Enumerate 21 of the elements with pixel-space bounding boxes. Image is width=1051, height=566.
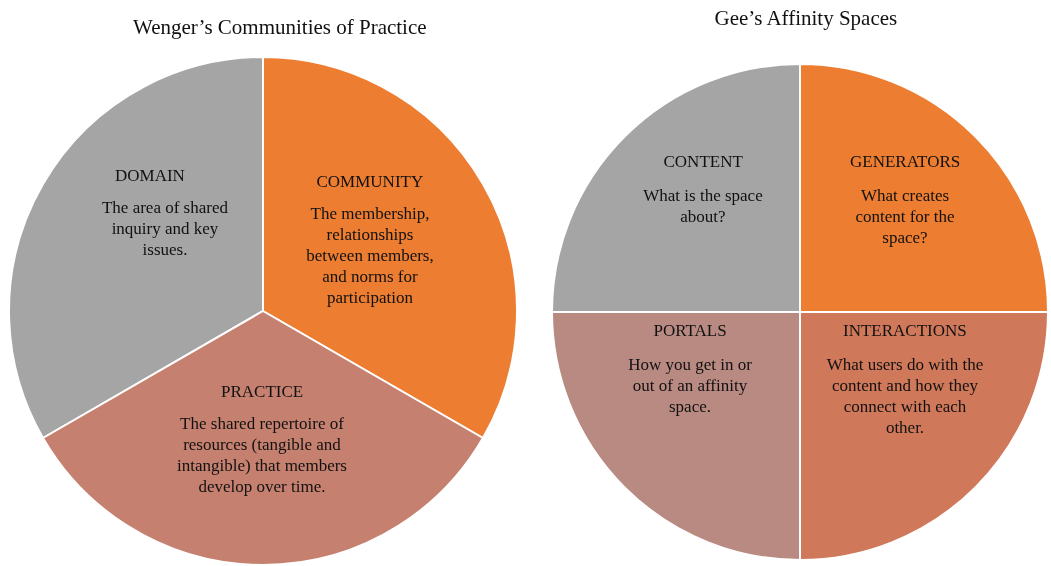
slice-description: The area of shared inquiry and key issues. (101, 197, 229, 260)
slice-description: What is the space about? (642, 185, 764, 227)
pie-slice (552, 312, 800, 560)
slice-description: How you get in or out of an affinity space. (627, 354, 753, 417)
slice-heading: INTERACTIONS (843, 320, 967, 341)
slice-description: What users do with the content and how they connect with each other. (825, 354, 985, 438)
pie-slice (43, 311, 483, 565)
slice-heading: CONTENT (663, 151, 743, 172)
slice-heading: PRACTICE (221, 381, 304, 402)
pie-label: Wenger’s Communities of Practice (133, 15, 427, 40)
slice-heading: DOMAIN (115, 165, 185, 186)
slice-heading: COMMUNITY (316, 171, 424, 192)
slice-heading: GENERATORS (850, 151, 961, 172)
slice-heading: PORTALS (653, 320, 727, 341)
pie-label: Gee’s Affinity Spaces (714, 6, 898, 31)
pie-slice (800, 64, 1048, 312)
slice-description: What creates content for the space? (854, 185, 956, 248)
pie-slice (800, 312, 1048, 560)
slice-description: The membership, relationships between members, and norms for participation (305, 203, 435, 308)
pie-slice (552, 64, 800, 312)
slice-description: The shared repertoire of resources (tangible and intangible) that members develop over time. (176, 413, 348, 497)
